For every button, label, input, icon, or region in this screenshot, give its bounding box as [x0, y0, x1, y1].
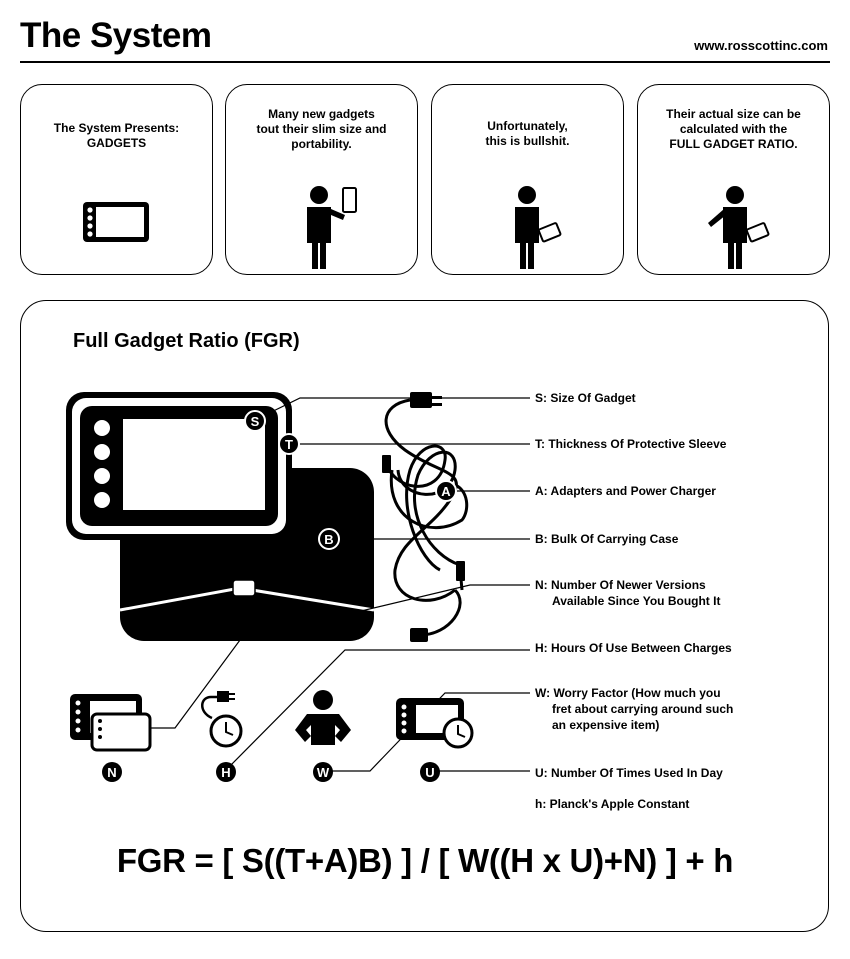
label-planck: h: Planck's Apple Constant [535, 797, 690, 811]
panel-gadgets: The System Presents: GADGETS [20, 84, 213, 275]
fgr-heading: Full Gadget Ratio (FGR) [73, 330, 300, 352]
worried-person-icon [295, 690, 351, 745]
person-pointing-icon [708, 186, 770, 269]
panel-text: Their actual size can be calculated with… [666, 107, 801, 151]
svg-text:B: B [324, 532, 333, 547]
gadget-tablet [66, 392, 292, 540]
svg-text:H: H [221, 765, 230, 780]
svg-text:T: T [285, 437, 293, 452]
label-t: T: Thickness Of Protective Sleeve [535, 437, 727, 451]
svg-text:S: S [251, 414, 260, 429]
person-holding-phone-icon [307, 186, 357, 269]
panel-bullshit: Unfortunately, this is bullshit. [431, 84, 624, 275]
svg-text:N: N [107, 765, 116, 780]
marker-s: S [244, 410, 266, 432]
usage-clock-icon [396, 698, 474, 749]
plug-heads [382, 392, 465, 642]
label-b: B: Bulk Of Carrying Case [535, 532, 679, 546]
panel-slim-claim: Many new gadgets tout their slim size an… [225, 84, 418, 275]
label-u: U: Number Of Times Used In Day [535, 766, 723, 780]
panel-actual-size: Their actual size can be calculated with… [637, 84, 830, 275]
panel-text: The System Presents: GADGETS [53, 121, 180, 150]
header-divider [20, 61, 830, 63]
marker-a: A [435, 480, 457, 502]
fgr-formula: FGR = [ S((T+A)B) ] / [ W((H x U)+N) ] +… [116, 842, 734, 879]
marker-h: H [216, 762, 236, 782]
tablet-icon [83, 202, 149, 242]
charge-clock-icon [201, 691, 243, 748]
panel-text: Unfortunately, this is bullshit. [485, 119, 570, 148]
marker-n: N [102, 762, 122, 782]
charger-cable [384, 398, 469, 637]
label-h-hours: H: Hours Of Use Between Charges [535, 641, 732, 655]
website-url: www.rosscottinc.com [694, 38, 828, 53]
panel-text: Many new gadgets tout their slim size an… [256, 107, 387, 151]
newer-versions-icon [70, 694, 152, 752]
svg-text:U: U [425, 765, 434, 780]
leader-lines [148, 397, 530, 772]
page-title: The System [20, 16, 212, 55]
label-s: S: Size Of Gadget [535, 391, 636, 405]
label-n: N: Number Of Newer Versions Available Si… [535, 578, 721, 608]
marker-w: W [313, 762, 333, 782]
label-a: A: Adapters and Power Charger [535, 484, 716, 498]
svg-text:A: A [441, 484, 451, 499]
marker-b: B [318, 528, 340, 550]
person-holding-tablet-icon [515, 186, 562, 269]
label-w: W: Worry Factor (How much you fret about… [535, 686, 734, 732]
marker-u: U [420, 762, 440, 782]
svg-text:W: W [317, 765, 330, 780]
fgr-panel [20, 300, 829, 932]
marker-t: T [278, 433, 300, 455]
